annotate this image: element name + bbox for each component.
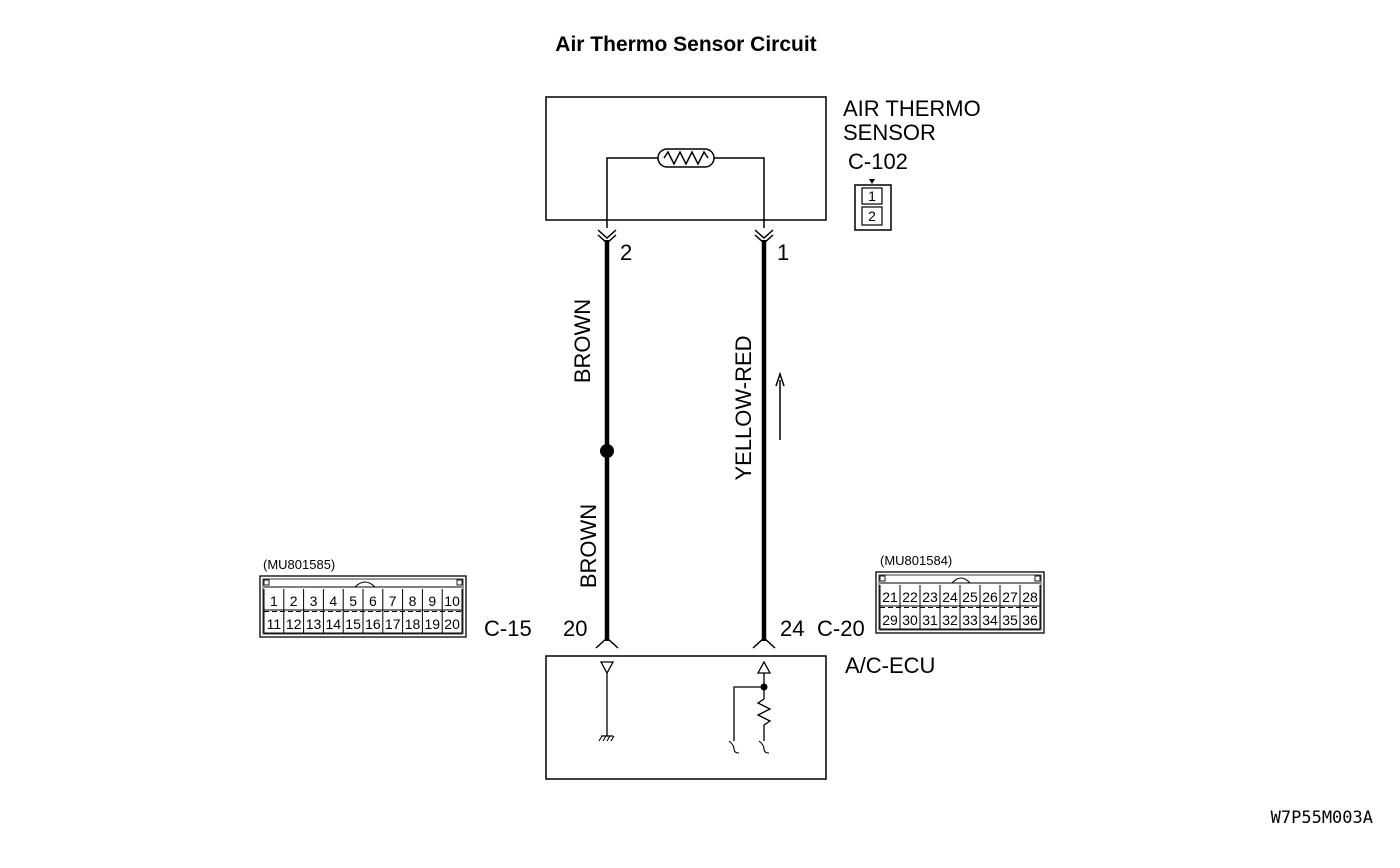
c15-pin: 15 bbox=[345, 616, 361, 632]
c15-pin: 17 bbox=[385, 616, 401, 632]
c20-pin: 32 bbox=[942, 612, 958, 628]
c15-pin: 5 bbox=[349, 593, 357, 609]
c20-pin: 21 bbox=[882, 589, 898, 605]
c15-pin: 14 bbox=[326, 616, 342, 632]
c20-connector-label: C-20 bbox=[817, 616, 865, 641]
c102-connector-icon: 1 2 bbox=[854, 179, 892, 231]
c15-pin: 9 bbox=[428, 593, 436, 609]
c20-pin: 27 bbox=[1002, 589, 1018, 605]
c20-grid-lines bbox=[879, 585, 1041, 629]
sensor-name-line1: AIR THERMO bbox=[843, 96, 981, 121]
c20-pin: 26 bbox=[982, 589, 998, 605]
c20-pin: 24 bbox=[942, 589, 958, 605]
diagram-title: Air Thermo Sensor Circuit bbox=[555, 33, 816, 56]
c102-pin-1: 1 bbox=[868, 188, 876, 204]
c20-pin: 35 bbox=[1002, 612, 1018, 628]
thermistor-icon bbox=[606, 148, 765, 228]
ecu-box bbox=[545, 655, 827, 780]
wire-color-right: YELLOW-RED bbox=[731, 335, 756, 480]
c15-pin: 2 bbox=[290, 593, 298, 609]
c15-pin: 13 bbox=[306, 616, 322, 632]
c15-pin: 8 bbox=[409, 593, 417, 609]
c15-pin: 19 bbox=[425, 616, 441, 632]
ground-icon bbox=[598, 661, 615, 742]
c20-pin: 30 bbox=[902, 612, 918, 628]
c20-pin: 28 bbox=[1022, 589, 1038, 605]
c15-part-number: (MU801585) bbox=[263, 557, 335, 572]
c15-connector-face: (MU801585) 1 2 3 4 5 6 7 8 9 bbox=[259, 557, 467, 638]
c20-pin: 33 bbox=[962, 612, 978, 628]
c15-pin: 1 bbox=[270, 593, 278, 609]
wire-color-left-upper: BROWN bbox=[570, 299, 595, 383]
c15-pin: 16 bbox=[365, 616, 381, 632]
c15-pin: 12 bbox=[286, 616, 302, 632]
splice-point bbox=[600, 444, 614, 458]
sensor-name-line2: SENSOR bbox=[843, 120, 936, 145]
c15-pin: 18 bbox=[405, 616, 421, 632]
c15-pin: 3 bbox=[310, 593, 318, 609]
c20-connector-face: (MU801584) 21 22 23 24 25 26 27 28 29 30 bbox=[875, 553, 1045, 634]
sensor-connector-label: C-102 bbox=[848, 149, 908, 174]
sensor-box bbox=[545, 96, 827, 221]
c20-pin: 36 bbox=[1022, 612, 1038, 628]
c15-grid-lines bbox=[263, 589, 463, 633]
ecu-pin-24-terminal-icon bbox=[752, 636, 776, 649]
signal-direction-arrow-icon bbox=[775, 371, 785, 440]
c15-pin: 11 bbox=[267, 616, 282, 632]
c15-pin: 4 bbox=[329, 593, 337, 609]
ecu-pin-20-terminal-icon bbox=[595, 636, 619, 649]
figure-code: W7P55M003A bbox=[1271, 808, 1373, 828]
c20-pin: 23 bbox=[922, 589, 938, 605]
c15-pin: 6 bbox=[369, 593, 377, 609]
c20-pin: 31 bbox=[922, 612, 938, 628]
c15-pin: 10 bbox=[444, 593, 460, 609]
ecu-right-pin-label: 24 bbox=[780, 616, 804, 641]
ecu-left-pin-label: 20 bbox=[563, 616, 587, 641]
c20-part-number: (MU801584) bbox=[880, 553, 952, 568]
c15-connector-label: C-15 bbox=[484, 616, 532, 641]
wire-color-left-lower: BROWN bbox=[576, 504, 601, 588]
sensor-pin-left-label: 2 bbox=[620, 240, 632, 265]
sensor-pin-right-label: 1 bbox=[777, 240, 789, 265]
c15-pin: 7 bbox=[389, 593, 397, 609]
c20-pin: 34 bbox=[982, 612, 998, 628]
pull-up-resistor-icon bbox=[728, 660, 772, 754]
ecu-name: A/C-ECU bbox=[845, 653, 935, 678]
c15-pin: 20 bbox=[444, 616, 460, 632]
c20-pin: 25 bbox=[962, 589, 978, 605]
c20-pin: 29 bbox=[882, 612, 898, 628]
c20-pin: 22 bbox=[902, 589, 918, 605]
c102-pin-2: 2 bbox=[868, 208, 876, 224]
